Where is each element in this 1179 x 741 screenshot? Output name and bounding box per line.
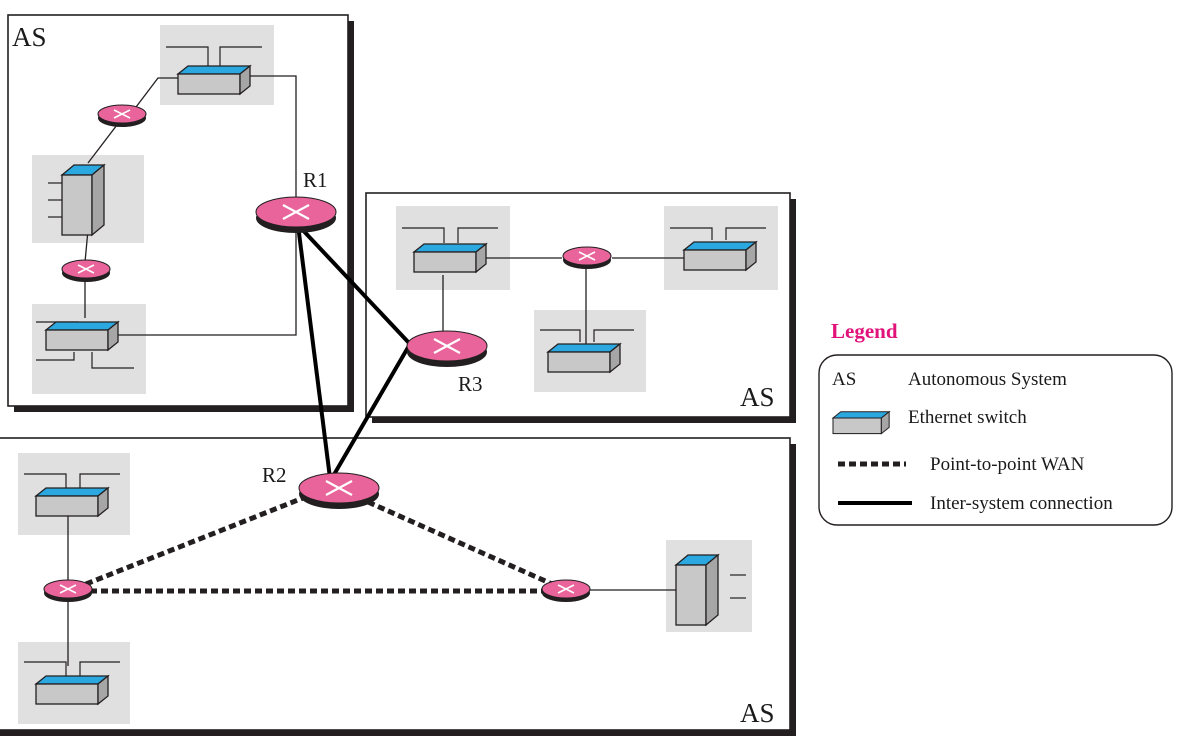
router-r3-label: R3 [458, 372, 483, 396]
router-icon [541, 579, 591, 602]
router-icon [61, 259, 111, 282]
legend-wan-text: Point-to-point WAN [930, 454, 1085, 475]
legend-as-symbol: AS [832, 369, 856, 390]
router-r1-label: R1 [303, 168, 328, 192]
small-router-icons [43, 104, 612, 602]
router-r2-label: R2 [262, 463, 287, 487]
as-label: AS [740, 698, 775, 728]
point-to-point-wan-links [85, 493, 554, 594]
as-label: AS [740, 382, 775, 412]
lan-links [67, 75, 684, 666]
legend-as-text: Autonomous System [908, 369, 1067, 390]
legend-inter-text: Inter-system connection [930, 493, 1113, 514]
legend-switch-text: Ethernet switch [908, 407, 1027, 428]
router-r3-icon [406, 330, 488, 367]
router-icon [97, 104, 147, 127]
legend-title: Legend [831, 319, 898, 343]
as-label: AS [12, 22, 47, 52]
router-icon [562, 246, 612, 269]
switch-port-stubs [24, 46, 766, 676]
ethernet-switch-icon [832, 411, 890, 435]
inter-system-connections [296, 223, 412, 480]
router-r1-icon [255, 196, 337, 233]
router-icon [43, 579, 93, 602]
router-r2-icon [298, 472, 380, 509]
legend-box: AS Autonomous System Ethernet switch Poi… [818, 354, 1173, 526]
